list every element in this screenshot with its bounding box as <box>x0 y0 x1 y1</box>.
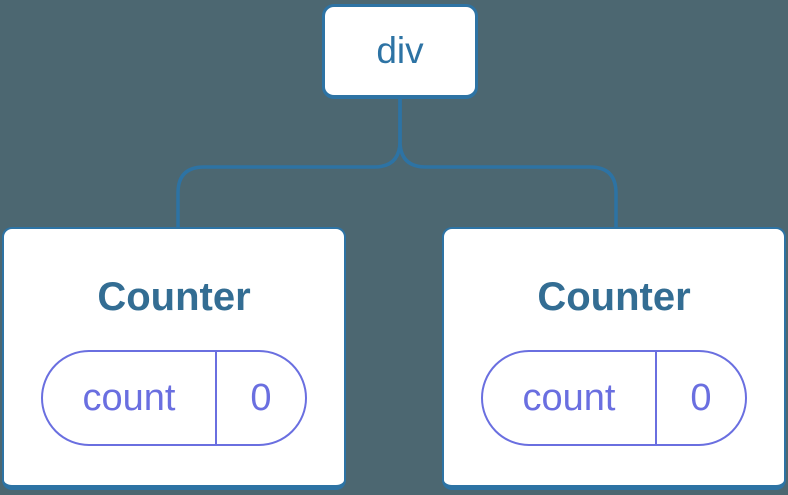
root-node-div: div <box>322 4 478 99</box>
connector-left-branch <box>176 95 402 229</box>
state-key: count <box>483 352 657 444</box>
state-key: count <box>43 352 217 444</box>
counter-component-card: Counter count 0 <box>442 227 786 490</box>
counter-component-card: Counter count 0 <box>2 227 346 490</box>
component-title: Counter <box>97 275 251 319</box>
connector-right-branch <box>398 95 618 229</box>
state-value: 0 <box>690 376 712 419</box>
state-value: 0 <box>250 376 272 419</box>
state-pill: count 0 <box>481 350 747 446</box>
state-pill: count 0 <box>41 350 307 446</box>
component-title: Counter <box>537 275 691 319</box>
root-node-label: div <box>376 30 424 71</box>
